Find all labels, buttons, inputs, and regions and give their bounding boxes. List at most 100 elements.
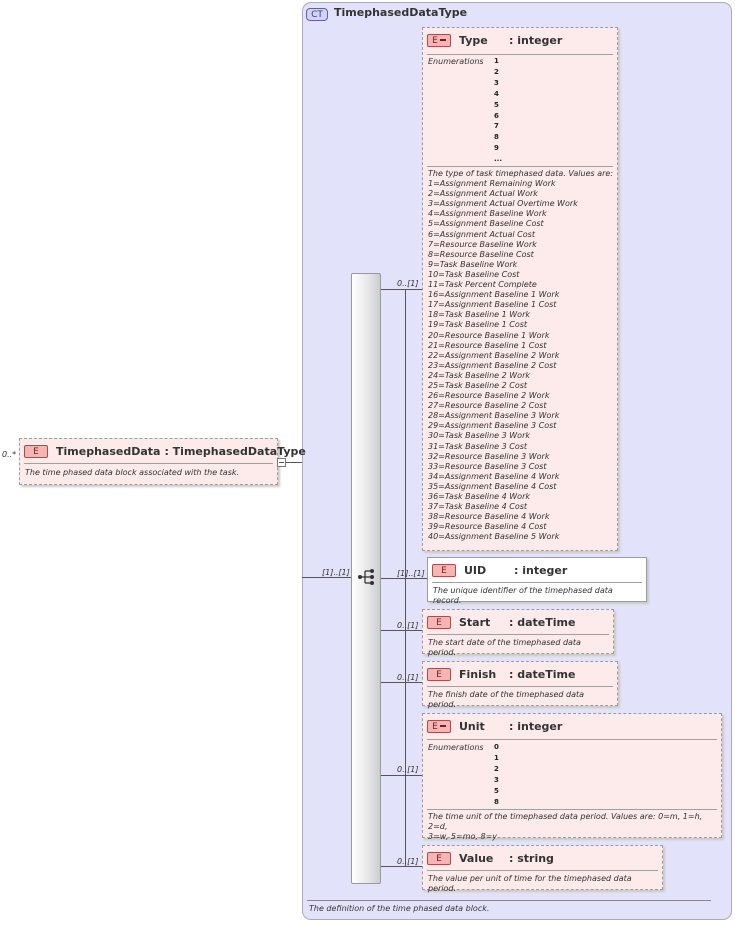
type-enumeration-value-item: 3 xyxy=(494,78,499,87)
root-doc: The time phased data block associated wi… xyxy=(25,468,240,477)
type-separator xyxy=(427,54,613,55)
type-doc-item: 38=Resource Baseline 4 Work xyxy=(428,512,550,522)
type-enumeration-value-item: 5 xyxy=(494,100,499,109)
type-doc-item: 39=Resource Baseline 4 Cost xyxy=(428,522,547,532)
value-doc: The value per unit of time for the timep… xyxy=(428,874,632,894)
type-element-type: : integer xyxy=(509,33,563,47)
unit-enum-separator xyxy=(427,809,717,810)
type-doc-item: 36=Task Baseline 4 Work xyxy=(428,492,530,501)
type-enumeration-value-item: 2 xyxy=(494,67,499,76)
uid-doc: The unique identifier of the timephased … xyxy=(433,586,613,606)
complex-type-separator xyxy=(307,900,711,901)
complex-type-title: TimephasedDataType xyxy=(334,6,468,19)
type-doc-item: 30=Task Baseline 3 Work xyxy=(428,431,530,441)
uid-cardinality: [1]..[1] xyxy=(397,569,425,578)
type-doc-item: 8=Resource Baseline Cost xyxy=(428,249,534,259)
finish-element-type: : dateTime xyxy=(509,667,576,681)
element-value[interactable]: E Value : string The value per unit of t… xyxy=(422,845,663,893)
start-element-type: : dateTime xyxy=(509,615,576,629)
unit-element-name: Unit xyxy=(459,719,485,733)
type-enumeration-value-item: 4 xyxy=(494,89,499,98)
element-badge: E xyxy=(427,615,451,629)
ct-to-seq-connector xyxy=(302,577,351,578)
seq-to-unit-connector xyxy=(381,775,422,776)
element-uid[interactable]: E UID : integer The unique identifier of… xyxy=(427,557,647,605)
element-finish[interactable]: E Finish : dateTime The finish date of t… xyxy=(422,661,618,709)
type-element-name: Type xyxy=(459,33,488,47)
type-enum-separator xyxy=(427,166,613,167)
start-separator xyxy=(427,634,609,635)
element-badge: E xyxy=(432,563,456,577)
start-element-name: Start xyxy=(459,615,491,629)
type-doc-item: 34=Assignment Baseline 4 Work xyxy=(428,471,560,481)
root-cardinality: 0..* xyxy=(2,450,17,459)
seq-to-uid-connector xyxy=(381,578,427,579)
complex-type-badge: CT xyxy=(306,8,328,21)
sequence-compositor-bar[interactable] xyxy=(351,273,381,884)
type-enumerations-label: Enumerations xyxy=(428,57,484,66)
seq-to-type-connector xyxy=(381,289,422,290)
element-start[interactable]: E Start : dateTime The start date of the… xyxy=(422,609,614,657)
type-doc-item: 17=Assignment Baseline 1 Cost xyxy=(428,300,557,310)
unit-enumeration-value-item: 5 xyxy=(494,786,499,795)
type-doc-item: 26=Resource Baseline 2 Work xyxy=(428,391,550,401)
finish-cardinality: 0..[1] xyxy=(397,673,419,682)
type-doc-item: 29=Assignment Baseline 3 Cost xyxy=(428,421,557,431)
collapse-toggle[interactable] xyxy=(277,458,286,467)
type-enumeration-value-item: 8 xyxy=(494,133,499,142)
type-doc-item: 27=Resource Baseline 2 Cost xyxy=(428,401,547,411)
type-doc-item: 2=Assignment Actual Work xyxy=(428,189,538,199)
root-element-type: : TimephasedDataType xyxy=(164,444,306,458)
type-doc-item: 9=Task Baseline Work xyxy=(428,259,518,269)
seq-to-value-connector xyxy=(381,866,422,867)
finish-separator xyxy=(427,686,613,687)
root-separator xyxy=(24,463,273,464)
unit-enumeration-value-item: 8 xyxy=(494,797,499,806)
type-doc-item: 28=Assignment Baseline 3 Work xyxy=(428,411,560,421)
unit-enumeration-values: 0 1 2 3 5 8 xyxy=(494,742,499,807)
value-element-type: : string xyxy=(509,851,554,865)
type-doc-item: 37=Task Baseline 4 Cost xyxy=(428,502,528,512)
type-doc-item: 31=Task Baseline 3 Cost xyxy=(428,441,528,451)
type-enumeration-value-item: 9 xyxy=(494,144,499,153)
type-doc-item: The type of task timephased data. Values… xyxy=(428,169,614,178)
unit-enumeration-value-item: 3 xyxy=(494,775,499,784)
type-enumeration-value-item: 1 xyxy=(494,57,499,65)
uid-element-type: : integer xyxy=(514,563,568,577)
unit-enumeration-value-item: 1 xyxy=(494,753,499,762)
complex-type-doc: The definition of the time phased data b… xyxy=(309,904,490,913)
type-doc-item: 40=Assignment Baseline 5 Work xyxy=(428,532,560,542)
type-doc-item: 10=Task Baseline Cost xyxy=(428,269,520,279)
type-doc-item: 7=Resource Baseline Work xyxy=(428,239,537,249)
unit-enumeration-value-item: 2 xyxy=(494,764,499,773)
type-doc-item: 4=Assignment Baseline Work xyxy=(428,209,547,219)
unit-doc-item: 3=w, 5=mo, 8=y xyxy=(428,832,498,842)
start-cardinality: 0..[1] xyxy=(397,621,419,630)
type-enumeration-value-item: 7 xyxy=(494,122,499,131)
type-doc-item: 6=Assignment Actual Cost xyxy=(428,229,535,239)
unit-doc-item: The time unit of the timephased data per… xyxy=(428,812,703,832)
unit-cardinality: 0..[1] xyxy=(397,765,419,774)
seq-to-start-connector xyxy=(381,630,422,631)
type-doc-item: 5=Assignment Baseline Cost xyxy=(428,219,544,229)
finish-doc: The finish date of the timephased data p… xyxy=(428,690,585,710)
type-doc-item: 25=Task Baseline 2 Cost xyxy=(428,380,528,390)
unit-element-type: : integer xyxy=(509,719,563,733)
value-element-name: Value xyxy=(459,851,494,865)
seq-to-finish-connector xyxy=(381,682,422,683)
finish-element-name: Finish xyxy=(459,667,497,681)
root-element-timephaseddata[interactable]: E TimephasedData : TimephasedDataType Th… xyxy=(19,438,306,485)
element-badge: E xyxy=(427,667,451,681)
sequence-cardinality: [1]..[1] xyxy=(322,568,350,577)
type-doc-item: 23=Assignment Baseline 2 Cost xyxy=(428,360,557,370)
type-doc-item: 22=Assignment Baseline 2 Work xyxy=(428,350,560,360)
unit-enumeration-value-item: 0 xyxy=(494,743,499,751)
unit-doc: The time unit of the timephased data per… xyxy=(428,812,717,842)
type-doc-item: 20=Resource Baseline 1 Work xyxy=(428,330,550,340)
type-doc-item: 3=Assignment Actual Overtime Work xyxy=(428,199,578,209)
type-doc: The type of task timephased data. Values… xyxy=(428,169,613,542)
unit-enumerations-label: Enumerations xyxy=(428,743,484,752)
